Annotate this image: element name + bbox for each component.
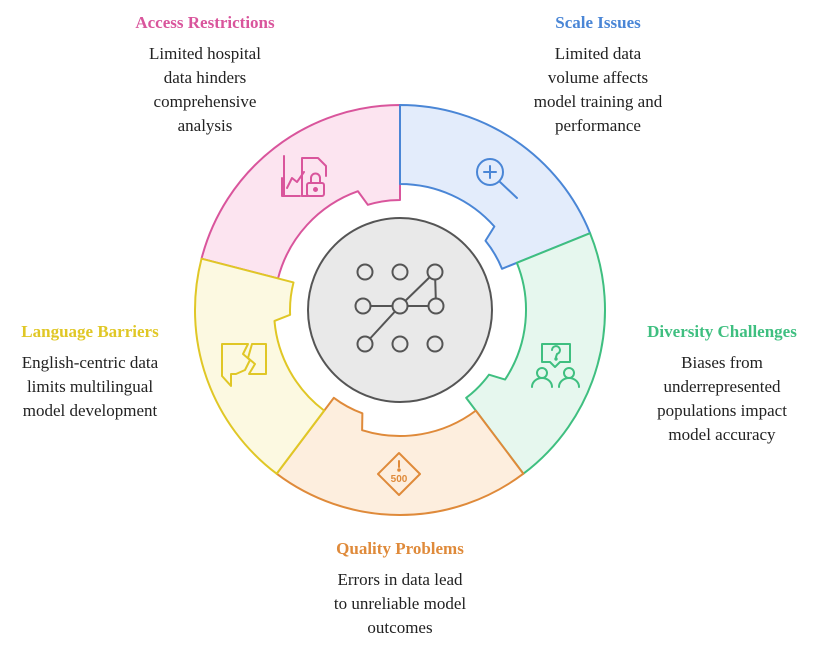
label-diversity: Diversity Challenges Biases from underre…	[612, 321, 832, 447]
desc-line: Limited data	[554, 44, 642, 63]
magnify-plus-icon	[476, 158, 518, 199]
speech-broken-icon	[221, 343, 267, 387]
desc-line: Biases from	[681, 353, 763, 372]
segment-title: Access Restrictions	[135, 13, 275, 32]
desc-line: populations impact	[657, 401, 787, 420]
segment-language	[194, 257, 326, 475]
desc-line: model accuracy	[668, 425, 776, 444]
label-language: Language Barriers English-centric data l…	[0, 321, 180, 423]
desc-line: to unreliable model	[333, 594, 467, 613]
segment-description: Biases from underrepresented populations…	[612, 351, 832, 447]
desc-line: data hinders	[163, 68, 247, 87]
desc-line: English-centric data	[21, 353, 159, 372]
desc-line: underrepresented	[663, 377, 781, 396]
desc-line: Errors in data lead	[337, 570, 463, 589]
segment-title: Diversity Challenges	[647, 322, 797, 341]
segment-description: Limited data volume affects model traini…	[488, 42, 708, 138]
desc-line: volume affects	[547, 68, 649, 87]
desc-line: limits multilingual	[26, 377, 154, 396]
segment-title: Language Barriers	[21, 322, 159, 341]
error-500-icon: 500	[377, 452, 421, 496]
label-access: Access Restrictions Limited hospital dat…	[95, 12, 315, 138]
network-graph-icon	[354, 263, 445, 353]
desc-line: performance	[555, 116, 641, 135]
label-quality: Quality Problems Errors in data lead to …	[290, 538, 510, 640]
segment-description: Limited hospital data hinders comprehens…	[95, 42, 315, 138]
segment-description: English-centric data limits multilingual…	[0, 351, 180, 423]
chart-lock-icon	[281, 155, 327, 197]
error-code-text: 500	[391, 474, 408, 485]
people-question-icon	[531, 343, 580, 388]
desc-line: analysis	[177, 116, 233, 135]
segment-description: Errors in data lead to unreliable model …	[290, 568, 510, 640]
desc-line: outcomes	[367, 618, 433, 637]
desc-line: model development	[22, 401, 158, 420]
segment-title: Quality Problems	[336, 539, 464, 558]
desc-line: Limited hospital	[149, 44, 261, 63]
label-scale: Scale Issues Limited data volume affects…	[488, 12, 708, 138]
desc-line: comprehensive	[153, 92, 257, 111]
segment-title: Scale Issues	[555, 13, 641, 32]
desc-line: model training and	[533, 92, 663, 111]
